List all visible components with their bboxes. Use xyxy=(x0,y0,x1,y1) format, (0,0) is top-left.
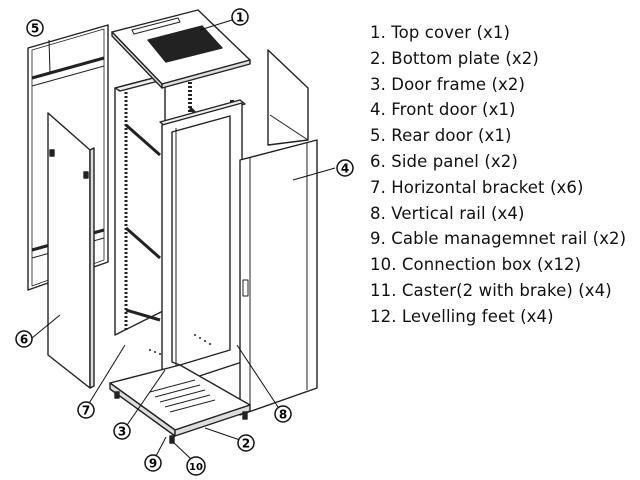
side-panel xyxy=(47,112,95,389)
part-item: 12. Levelling feet (x4) xyxy=(370,306,554,326)
callout-10: 10 xyxy=(186,456,206,476)
part-item: 9. Cable managemnet rail (x2) xyxy=(370,229,627,249)
part-item: 2. Bottom plate (x2) xyxy=(370,48,539,68)
callout-1: 1 xyxy=(231,8,249,26)
callout-8: 8 xyxy=(274,405,292,423)
svg-text:5: 5 xyxy=(31,22,39,36)
callout-9: 9 xyxy=(144,454,162,472)
svg-text:6: 6 xyxy=(20,333,28,347)
part-item: 8. Vertical rail (x4) xyxy=(370,203,525,223)
part-item: 7. Horizontal bracket (x6) xyxy=(370,177,584,197)
svg-text:7: 7 xyxy=(82,404,90,418)
parts-list: 1. Top cover (x1) 2. Bottom plate (x2) 3… xyxy=(370,20,626,330)
top-cover xyxy=(111,9,251,89)
part-item: 11. Caster(2 with brake) (x4) xyxy=(370,280,612,300)
bottom-plate xyxy=(109,364,251,444)
rear-door-upper xyxy=(267,49,309,146)
callout-3: 3 xyxy=(113,422,131,440)
svg-text:4: 4 xyxy=(341,162,349,176)
svg-text:8: 8 xyxy=(279,408,287,422)
svg-text:2: 2 xyxy=(242,437,250,451)
part-item: 3. Door frame (x2) xyxy=(370,74,526,94)
callout-4: 4 xyxy=(336,159,354,177)
part-item: 6. Side panel (x2) xyxy=(370,151,518,171)
svg-text:9: 9 xyxy=(149,457,157,471)
part-item: 5. Rear door (x1) xyxy=(370,126,512,146)
callout-7: 7 xyxy=(77,401,95,419)
part-item: 4. Front door (x1) xyxy=(370,100,516,120)
svg-text:3: 3 xyxy=(118,425,126,439)
part-item: 10. Connection box (x12) xyxy=(370,255,582,275)
cabinet-exploded-diagram: 1 5 4 6 7 3 8 2 9 10 xyxy=(15,8,354,476)
connection-dots xyxy=(149,334,211,355)
svg-text:1: 1 xyxy=(236,11,244,25)
front-door xyxy=(239,139,318,416)
leader-lines xyxy=(31,19,336,461)
callout-2: 2 xyxy=(237,434,255,452)
callout-6: 6 xyxy=(15,330,33,348)
callout-5: 5 xyxy=(26,19,44,37)
part-item: 1. Top cover (x1) xyxy=(370,23,511,42)
door-frame xyxy=(159,99,246,386)
svg-text:10: 10 xyxy=(189,462,203,473)
